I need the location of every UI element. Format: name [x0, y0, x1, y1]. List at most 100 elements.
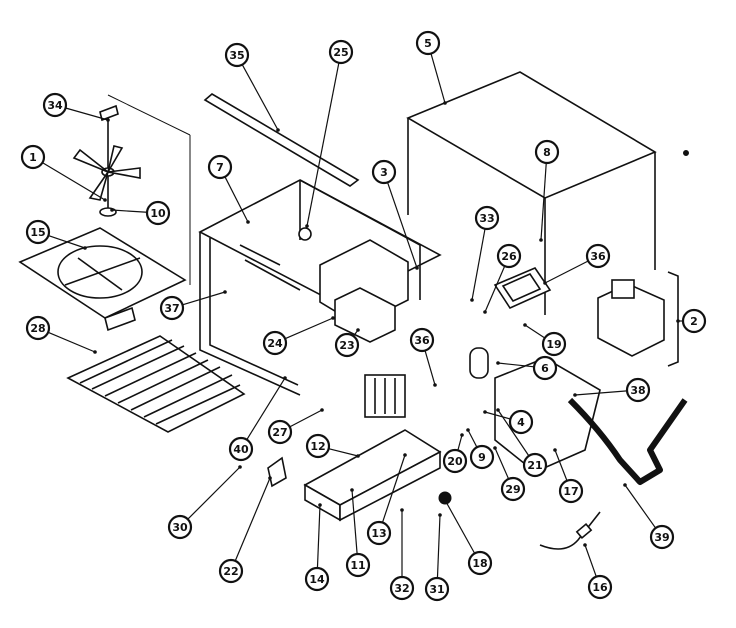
leader-tip-c13	[403, 453, 407, 457]
leader-tip-c30	[238, 465, 242, 469]
capacitor	[469, 347, 489, 379]
callout-circle	[532, 355, 558, 381]
callout-circle	[474, 205, 500, 231]
leader-tip-c40	[283, 376, 287, 380]
leader-tip-c38	[573, 393, 577, 397]
callout-circle	[167, 514, 193, 540]
callout-label: 31	[429, 583, 444, 596]
callout-c15: 15	[25, 219, 51, 245]
callout-c8: 8	[534, 139, 560, 165]
leader-tip-c39	[623, 483, 627, 487]
leader-tip-c28	[93, 350, 97, 354]
callout-c26: 26	[496, 243, 522, 269]
callout-circle	[371, 159, 397, 185]
callout-label: 30	[172, 521, 188, 534]
callout-c38: 38	[625, 377, 651, 403]
leader-tip-c11	[350, 488, 354, 492]
callout-label: 23	[339, 339, 354, 352]
callout-label: 5	[424, 37, 432, 50]
leader-line-c8	[540, 162, 547, 241]
leader-tip-c35	[276, 128, 280, 132]
leader-line-c17	[554, 449, 568, 481]
callout-circle	[587, 574, 613, 600]
leader-line-c38	[574, 390, 628, 396]
callout-circle	[20, 144, 46, 170]
callout-c12: 12	[305, 433, 331, 459]
leader-line-c26	[484, 265, 506, 313]
callout-circle	[267, 419, 293, 445]
leader-tip-c25	[305, 224, 309, 228]
leader-line-c28	[47, 331, 96, 353]
callout-circle	[25, 315, 51, 341]
callout-c21: 21	[522, 452, 548, 478]
callout-label: 36	[414, 334, 430, 347]
leader-tip-c14	[318, 503, 322, 507]
leader-tip-c9	[466, 428, 470, 432]
callout-c11: 11	[345, 552, 371, 578]
callout-label: 19	[546, 338, 561, 351]
callout-circle	[467, 550, 493, 576]
wire-harness	[539, 511, 601, 550]
leader-tip-c33	[470, 298, 474, 302]
leader-line-c27	[289, 409, 323, 428]
leader-line-c11	[351, 489, 358, 555]
callout-label: 22	[223, 565, 238, 578]
leader-tip-c29	[493, 446, 497, 450]
callout-circle	[224, 42, 250, 68]
latch	[267, 456, 287, 488]
callout-label: 40	[233, 443, 249, 456]
callout-c29: 29	[500, 476, 526, 502]
leader-line-c24	[284, 317, 334, 340]
callout-circle	[681, 308, 707, 334]
callout-c32: 32	[389, 575, 415, 601]
callout-label: 4	[517, 416, 525, 429]
transformer	[597, 271, 679, 367]
callout-circle	[442, 448, 468, 474]
callout-label: 1	[29, 151, 37, 164]
callout-label: 7	[216, 161, 224, 174]
leader-tip-c22	[268, 476, 272, 480]
leader-line-c10	[111, 209, 148, 213]
callout-label: 6	[541, 362, 549, 375]
callout-circle	[558, 478, 584, 504]
leader-line-c22	[234, 477, 271, 562]
leader-tip-c20	[460, 433, 464, 437]
leader-line-c35	[241, 64, 279, 131]
callout-c18: 18	[467, 550, 493, 576]
callout-circle	[625, 377, 651, 403]
callout-c40: 40	[228, 436, 254, 462]
callout-label: 32	[394, 582, 409, 595]
leader-line-c36b	[424, 350, 436, 386]
callout-circle	[145, 200, 171, 226]
callout-label: 20	[447, 455, 463, 468]
callout-label: 34	[47, 99, 63, 112]
callout-label: 37	[164, 302, 179, 315]
callout-circle	[409, 327, 435, 353]
callout-circle	[42, 92, 68, 118]
callout-circle	[508, 409, 534, 435]
callout-c10: 10	[145, 200, 171, 226]
callout-c7: 7	[207, 154, 233, 180]
power-cord	[567, 397, 688, 485]
callout-label: 25	[333, 46, 348, 59]
callout-label: 27	[272, 426, 287, 439]
callout-c28: 28	[25, 315, 51, 341]
leader-line-c33	[471, 228, 486, 301]
fan-plate	[18, 227, 187, 332]
leader-line-c19	[524, 324, 546, 339]
leader-line-c9	[467, 429, 478, 448]
leader-line-c37	[182, 291, 226, 306]
callout-circle	[159, 295, 185, 321]
callout-circle	[304, 566, 330, 592]
leader-tip-c6	[496, 361, 500, 365]
leader-tip-c2	[676, 319, 680, 323]
callout-label: 3	[380, 166, 388, 179]
callout-label: 24	[267, 337, 283, 350]
leader-tip-c1	[103, 198, 107, 202]
callout-c33: 33	[474, 205, 500, 231]
leader-line-c18	[444, 499, 476, 554]
callout-label: 33	[479, 212, 494, 225]
leader-line-c4	[484, 411, 511, 420]
callout-circle	[496, 243, 522, 269]
callout-label: 26	[501, 250, 517, 263]
